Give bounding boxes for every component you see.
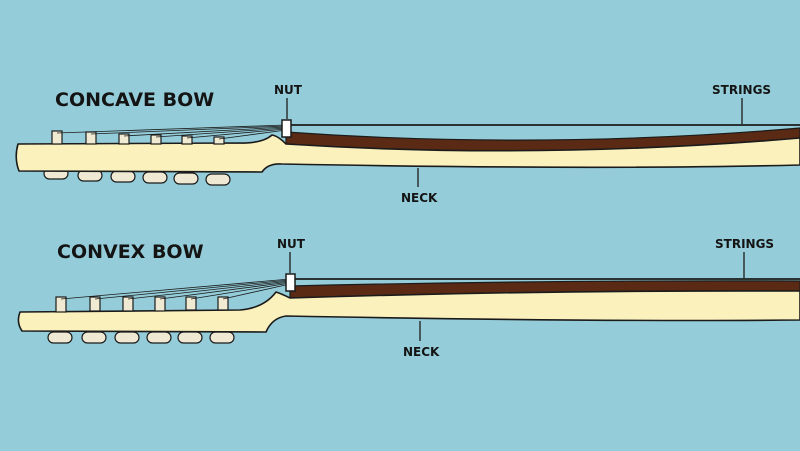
tuner-post <box>185 296 197 311</box>
concave-bow-diagram: CONCAVE BOW <box>15 83 800 205</box>
diagram-title: CONCAVE BOW <box>55 89 214 111</box>
strings-label: STRINGS <box>712 83 771 97</box>
nut <box>281 119 292 138</box>
tuner-post <box>118 133 130 145</box>
nut-label: NUT <box>277 237 306 251</box>
tuner-key <box>209 331 235 344</box>
tuner-key <box>177 331 203 344</box>
tuner-keys <box>43 167 231 186</box>
tuner-posts <box>51 130 225 145</box>
tuner-post <box>217 296 229 311</box>
neck-label: NECK <box>403 345 440 359</box>
tuner-key <box>114 331 140 344</box>
convex-bow-diagram: CONVEX BOW <box>17 237 800 359</box>
tuner-key <box>110 170 136 183</box>
tuner-key <box>81 331 107 344</box>
neck <box>17 290 800 333</box>
nut-label: NUT <box>274 83 303 97</box>
tuner-post <box>213 136 225 145</box>
headstock-strings <box>60 278 291 300</box>
strings-label: STRINGS <box>715 237 774 251</box>
tuner-post <box>51 130 63 145</box>
tuner-posts <box>55 296 229 313</box>
tuner-key <box>47 331 73 344</box>
nut <box>285 273 296 292</box>
tuner-keys <box>47 331 235 344</box>
diagram-title: CONVEX BOW <box>57 241 204 263</box>
tuner-post <box>181 135 193 145</box>
neck-label: NECK <box>401 191 438 205</box>
tuner-key <box>142 171 168 184</box>
tuner-post <box>89 296 101 312</box>
tuner-post <box>150 134 162 145</box>
tuner-key <box>146 331 172 344</box>
tuner-post <box>122 296 134 312</box>
tuner-post <box>154 296 166 312</box>
tuner-key <box>205 173 231 186</box>
neck <box>15 134 800 173</box>
tuner-post <box>55 296 67 313</box>
headstock-strings <box>56 124 287 140</box>
tuner-key <box>173 172 199 185</box>
